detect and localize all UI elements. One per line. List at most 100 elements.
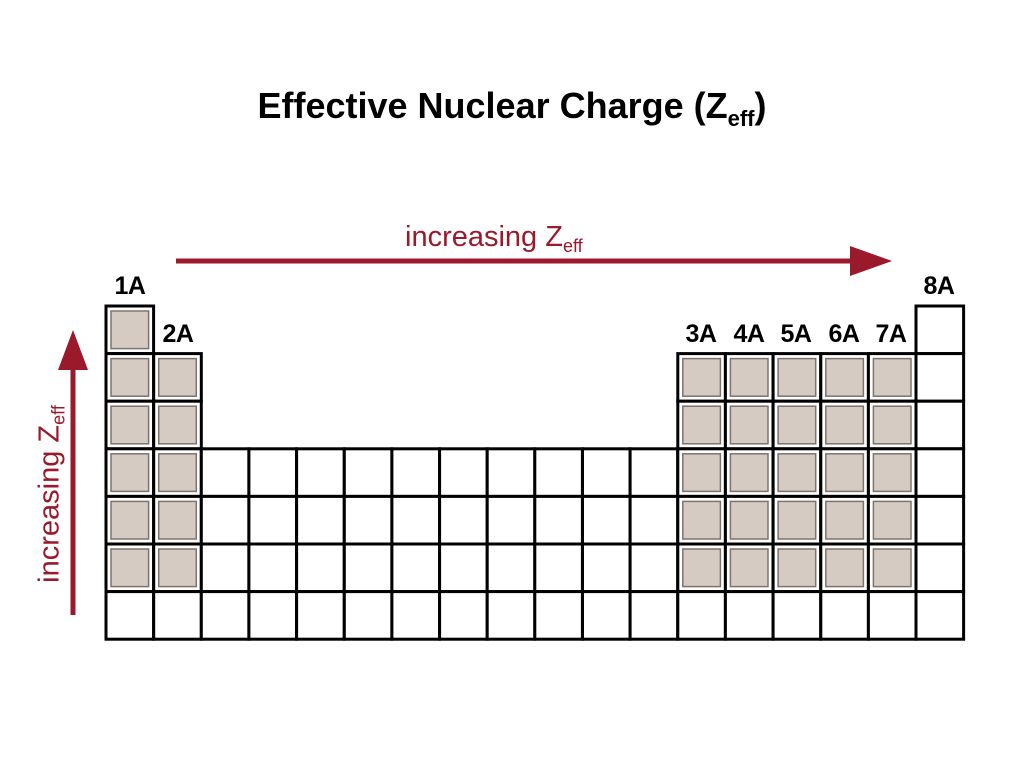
- horizontal-arrow-head: [850, 246, 892, 276]
- table-cell: [295, 542, 346, 594]
- table-cell: [485, 590, 537, 641]
- highlighted-cell: [729, 357, 769, 397]
- highlighted-cell: [729, 453, 769, 493]
- vertical-arrow-head: [58, 330, 88, 370]
- table-cell: [247, 590, 298, 641]
- group-label-6a: 6A: [828, 320, 860, 348]
- highlighted-cell: [110, 405, 150, 445]
- vertical-label-subscript: eff: [48, 405, 69, 425]
- table-cell: [295, 447, 346, 498]
- vertical-label-text: increasing Z: [33, 424, 66, 583]
- table-cell: [914, 399, 966, 451]
- title-main: Effective Nuclear Charge (Z: [257, 85, 728, 126]
- highlighted-cell: [110, 453, 150, 493]
- table-cell: [485, 542, 537, 594]
- table-cell: [914, 494, 966, 546]
- table-cell: [581, 590, 632, 641]
- table-cell: [390, 590, 441, 641]
- highlighted-cell: [777, 405, 817, 445]
- table-cell: [104, 590, 156, 641]
- table-cell: [390, 447, 441, 498]
- group-label-4a: 4A: [733, 320, 765, 348]
- highlighted-cell: [777, 357, 817, 397]
- table-cell: [914, 542, 966, 594]
- table-cell: [914, 590, 966, 641]
- table-cell: [152, 590, 203, 641]
- highlighted-cell: [872, 500, 912, 540]
- table-cell: [866, 590, 918, 641]
- table-cell: [199, 542, 251, 594]
- highlighted-cell: [729, 500, 769, 540]
- highlighted-cell: [872, 405, 912, 445]
- table-cell: [628, 494, 680, 546]
- highlighted-cell: [157, 453, 198, 493]
- table-cell: [438, 494, 489, 546]
- table-cell: [628, 447, 680, 498]
- page-title: Effective Nuclear Charge (Zeff): [0, 84, 1024, 141]
- table-cell: [247, 542, 298, 594]
- table-cell: [342, 447, 394, 498]
- table-cell: [438, 447, 489, 498]
- table-cell: [438, 542, 489, 594]
- table-cell: [581, 447, 632, 498]
- table-cell: [247, 447, 298, 498]
- highlighted-cell: [872, 548, 912, 588]
- table-cell: [199, 447, 251, 498]
- highlighted-cell: [825, 357, 865, 397]
- table-cell: [199, 494, 251, 546]
- table-cell: [771, 590, 823, 641]
- highlighted-cell: [110, 500, 150, 540]
- highlighted-cell: [872, 453, 912, 493]
- highlighted-cell: [110, 357, 150, 397]
- table-cell: [628, 542, 680, 594]
- table-cell: [581, 542, 632, 594]
- periodic-table-grid: [104, 304, 966, 641]
- highlighted-cell: [157, 405, 198, 445]
- table-cell: [199, 590, 251, 641]
- table-cell: [342, 494, 394, 546]
- group-label-5a: 5A: [780, 320, 812, 348]
- table-cell: [723, 590, 775, 641]
- table-cell: [581, 494, 632, 546]
- highlighted-cell: [157, 500, 198, 540]
- table-cell: [342, 542, 394, 594]
- highlighted-cell: [682, 453, 722, 493]
- group-label-2a: 2A: [162, 320, 194, 348]
- table-cell: [247, 494, 298, 546]
- table-cell: [628, 590, 680, 641]
- horizontal-arrow-label: increasing Zeff: [405, 220, 583, 263]
- highlighted-cell: [157, 548, 198, 588]
- horizontal-label-subscript: eff: [562, 236, 583, 256]
- highlighted-cell: [729, 548, 769, 588]
- group-label-3a: 3A: [685, 320, 717, 348]
- highlighted-cell: [157, 357, 198, 397]
- highlighted-cell: [682, 405, 722, 445]
- table-cell: [295, 494, 346, 546]
- table-cell: [533, 542, 584, 594]
- table-cell: [485, 494, 537, 546]
- horizontal-label-text: increasing Z: [405, 221, 563, 253]
- group-label-8a: 8A: [923, 272, 955, 300]
- highlighted-cell: [110, 548, 150, 588]
- group-label-7a: 7A: [875, 320, 907, 348]
- table-cell: [438, 590, 489, 641]
- table-cell: [533, 447, 584, 498]
- table-cell: [914, 304, 966, 356]
- title-subscript: eff: [727, 106, 755, 131]
- table-cell: [533, 590, 584, 641]
- table-cell: [914, 352, 966, 403]
- highlighted-cell: [729, 405, 769, 445]
- horizontal-arrow: [176, 246, 892, 276]
- table-cell: [676, 590, 727, 641]
- vertical-arrow-label: increasing Zeff: [33, 405, 76, 583]
- highlighted-cell: [777, 453, 817, 493]
- highlighted-cell: [825, 548, 865, 588]
- highlighted-cell: [825, 500, 865, 540]
- highlighted-cell: [825, 453, 865, 493]
- title-close: ): [754, 85, 767, 126]
- table-cell: [914, 447, 966, 498]
- group-label-1a: 1A: [114, 272, 146, 300]
- table-cell: [533, 494, 584, 546]
- highlighted-cell: [777, 548, 817, 588]
